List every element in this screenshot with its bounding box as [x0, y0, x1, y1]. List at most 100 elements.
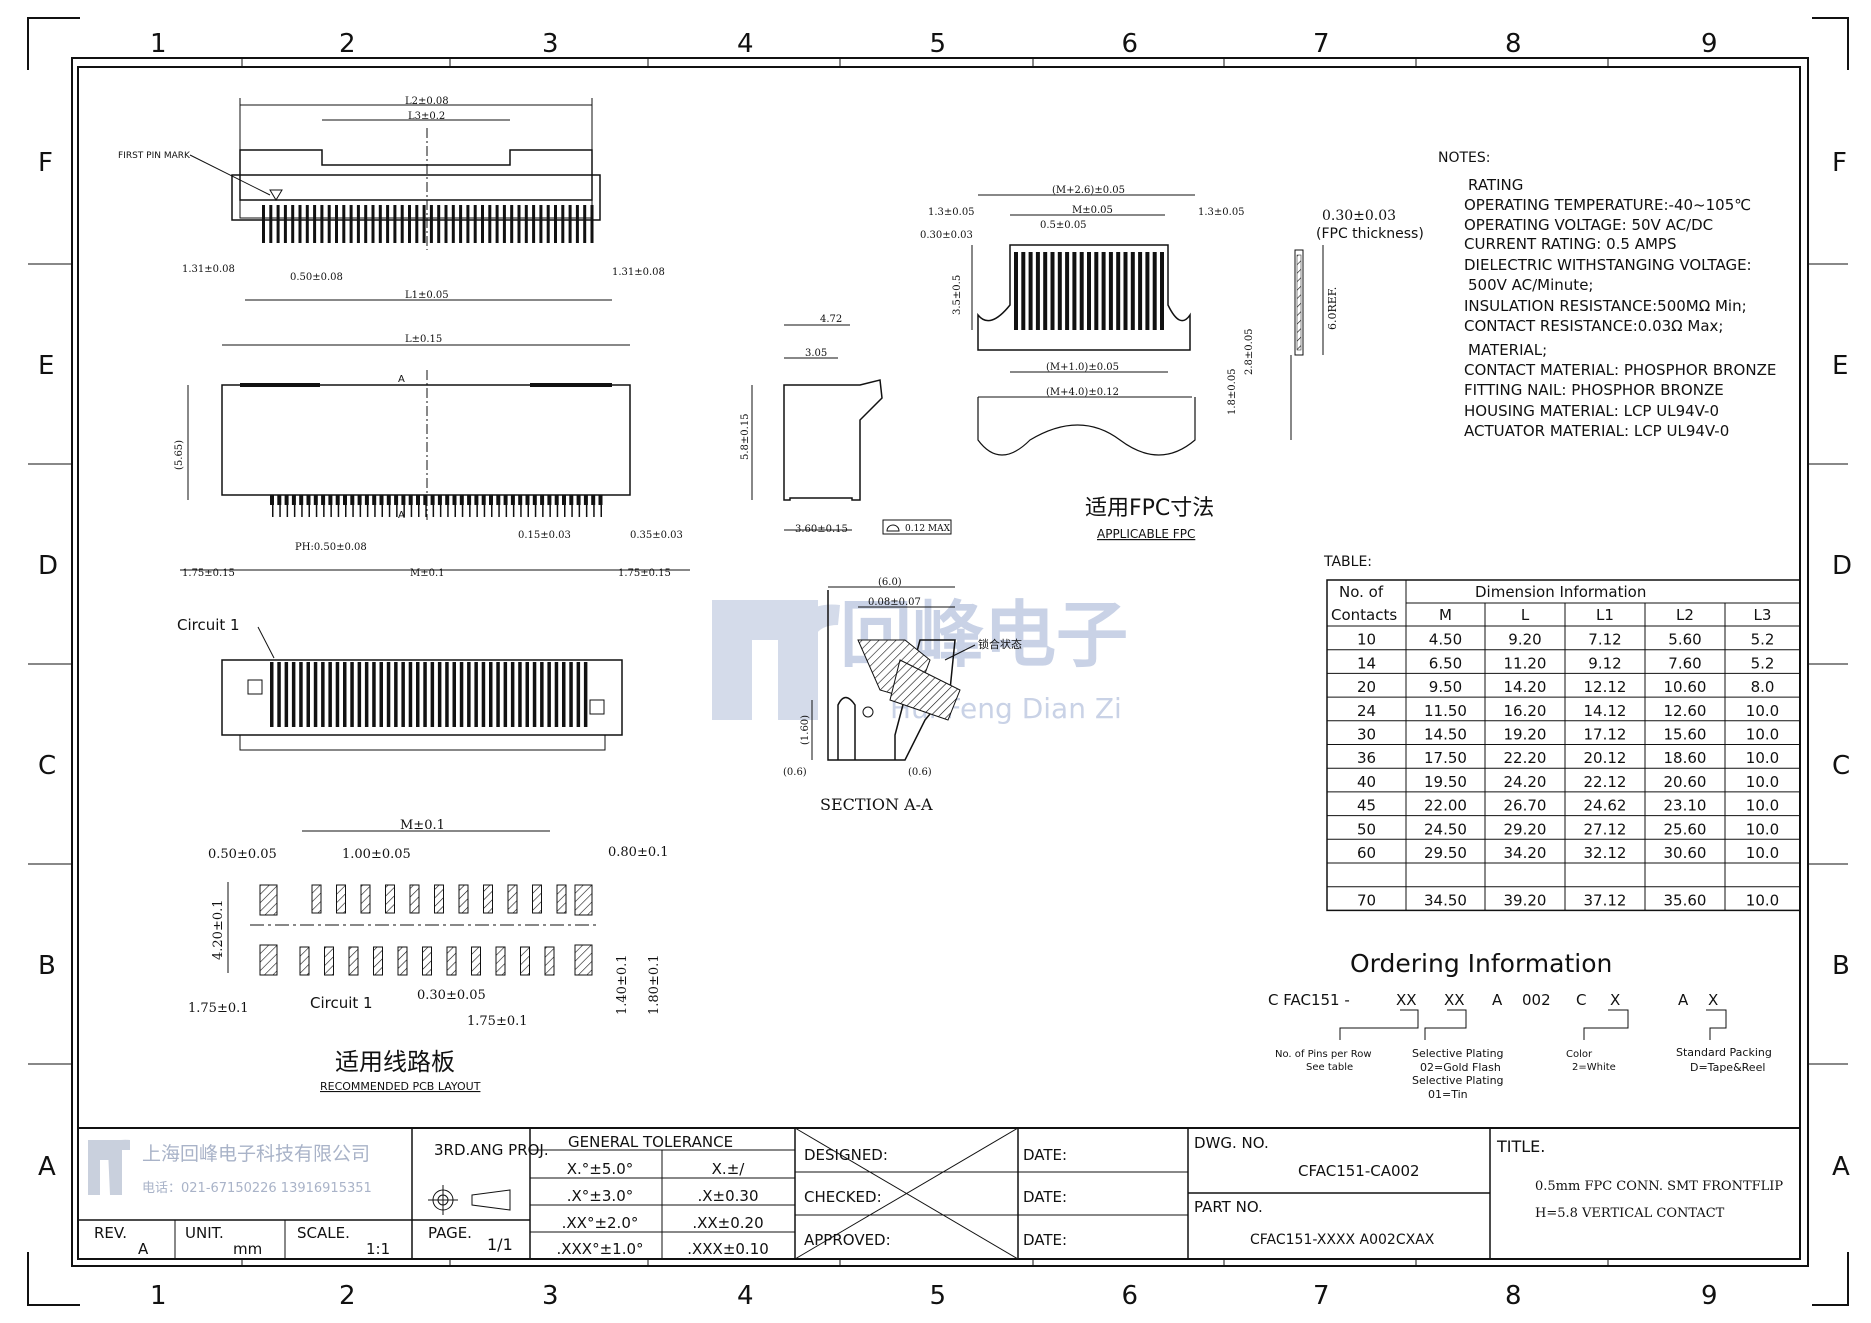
svg-text:L1±0.05: L1±0.05	[405, 290, 449, 301]
svg-text:1.3±0.05: 1.3±0.05	[928, 207, 975, 218]
svg-text:M±0.1: M±0.1	[410, 568, 445, 579]
table-cell: 5.60	[1668, 631, 1701, 649]
table-cell: 30	[1357, 726, 1376, 744]
ordering-title: Ordering Information	[1350, 949, 1612, 978]
order-code-part: XX	[1396, 991, 1417, 1009]
table-cell: 29.50	[1424, 844, 1467, 862]
table-cell: 40	[1357, 773, 1376, 791]
table-cell: 18.60	[1664, 749, 1707, 767]
table-cell: 35.60	[1664, 891, 1707, 909]
table-cell: 37.12	[1584, 891, 1627, 909]
table-cell: 14.20	[1504, 678, 1547, 696]
table-cell: 9.50	[1429, 678, 1462, 696]
table-cell: 24.20	[1504, 773, 1547, 791]
table-cell: 19.20	[1504, 726, 1547, 744]
section-a-a: (6.0) 0.08±0.07 (1.60) (0.6) (0.6) 锁合状态 …	[783, 577, 1022, 814]
svg-text:1.75±0.1: 1.75±0.1	[467, 1014, 528, 1029]
table-cell: 6.50	[1429, 654, 1462, 672]
svg-text:0.30±0.05: 0.30±0.05	[417, 988, 486, 1003]
table-cell: 15.60	[1664, 726, 1707, 744]
grid-row-F: F	[38, 148, 53, 178]
table-cell: 36	[1357, 749, 1376, 767]
table-cell: 10	[1357, 631, 1376, 649]
company-phone: 电话：021-67150226 13916915351	[142, 1181, 372, 1196]
svg-text:Selective Plating: Selective Plating	[1412, 1074, 1504, 1087]
fpc-title-en: APPLICABLE FPC	[1097, 527, 1195, 541]
first-pin-mark-label: FIRST PIN MARK	[118, 151, 191, 161]
order-code-part: C FAC151 -	[1268, 991, 1350, 1009]
table-cell: 10.0	[1746, 797, 1779, 815]
order-code-part: A	[1492, 991, 1503, 1009]
svg-text:01=Tin: 01=Tin	[1428, 1088, 1468, 1101]
tolerance-angle: X.°±5.0°	[567, 1160, 633, 1178]
table-cell: 10.0	[1746, 844, 1779, 862]
svg-text:3.60±0.15: 3.60±0.15	[795, 524, 848, 535]
grid-col-5: 5	[930, 29, 947, 59]
side-view: 4.72 3.05 5.8±0.15 3.60±0.15 0.12 MAX	[740, 314, 952, 535]
svg-text:5.8±0.15: 5.8±0.15	[740, 413, 751, 460]
table-cell: 24	[1357, 702, 1376, 720]
table-cell: 24.50	[1424, 820, 1467, 838]
fpc-title-cn: 适用FPC寸法	[1085, 496, 1214, 521]
svg-text:No. of Pins per Row: No. of Pins per Row	[1275, 1049, 1372, 1060]
company-name: 上海回峰电子科技有限公司	[142, 1143, 370, 1165]
table-cell: 10.0	[1746, 726, 1779, 744]
svg-text:(0.6): (0.6)	[908, 767, 932, 778]
grid-col-5: 5	[930, 1281, 947, 1311]
svg-text:SCALE.: SCALE.	[297, 1224, 350, 1242]
table-cell: 32.12	[1584, 844, 1627, 862]
svg-text:L±0.15: L±0.15	[405, 334, 442, 345]
svg-text:TITLE.: TITLE.	[1496, 1137, 1545, 1156]
table-cell: 26.70	[1504, 797, 1547, 815]
svg-text:(M+2.6)±0.05: (M+2.6)±0.05	[1052, 185, 1125, 196]
notes-heading: NOTES:	[1438, 150, 1491, 166]
note-line: DIELECTRIC WITHSTANGING VOLTAGE:	[1464, 256, 1752, 274]
svg-text:0.50±0.08: 0.50±0.08	[290, 272, 343, 283]
table-cell: 5.2	[1751, 631, 1775, 649]
svg-text:2=White: 2=White	[1572, 1062, 1616, 1073]
svg-text:L3±0.2: L3±0.2	[408, 111, 445, 122]
grid-col-8: 8	[1505, 29, 1522, 59]
svg-text:Color: Color	[1566, 1049, 1593, 1060]
table-cell: 60	[1357, 844, 1376, 862]
svg-text:0.08±0.07: 0.08±0.07	[868, 597, 921, 608]
pcb-title-cn: 适用线路板	[335, 1048, 455, 1076]
table-label: TABLE:	[1323, 554, 1372, 570]
note-line: INSULATION RESISTANCE:500MΩ Min;	[1464, 297, 1747, 315]
svg-text:1.8±0.05: 1.8±0.05	[1227, 368, 1238, 415]
svg-text:L2±0.08: L2±0.08	[405, 96, 449, 107]
svg-text:UNIT.: UNIT.	[185, 1224, 224, 1242]
svg-text:0.50±0.05: 0.50±0.05	[208, 847, 277, 862]
tolerance-linear: X.±/	[712, 1160, 746, 1178]
table-cell: 22.00	[1424, 797, 1467, 815]
drawing-number: CFAC151-CA002	[1298, 1162, 1420, 1180]
grid-col-7: 7	[1313, 1281, 1330, 1311]
grid-col-6: 6	[1122, 1281, 1139, 1311]
tolerance-linear: .X±0.30	[697, 1187, 758, 1205]
svg-text:1.31±0.08: 1.31±0.08	[612, 267, 665, 278]
order-code-part: XX	[1444, 991, 1465, 1009]
scale-value: 1:1	[366, 1240, 390, 1258]
svg-text:DATE:: DATE:	[1023, 1188, 1067, 1206]
table-cell: 9.20	[1508, 631, 1541, 649]
table-cell: 22.12	[1584, 773, 1627, 791]
table-cell: 29.20	[1504, 820, 1547, 838]
svg-text:1.3±0.05: 1.3±0.05	[1198, 207, 1245, 218]
table-cell: 34.20	[1504, 844, 1547, 862]
product-title-line-2: H=5.8 VERTICAL CONTACT	[1535, 1206, 1725, 1221]
order-code-part: X	[1708, 991, 1718, 1009]
svg-text:0.5±0.05: 0.5±0.05	[1040, 220, 1087, 231]
svg-text:Selective Plating: Selective Plating	[1412, 1047, 1504, 1060]
svg-text:(6.0): (6.0)	[878, 577, 902, 588]
designed-label: DESIGNED:	[804, 1146, 888, 1164]
table-cell: 10.0	[1746, 702, 1779, 720]
table-cell: 14.50	[1424, 726, 1467, 744]
table-cell: 23.10	[1664, 797, 1707, 815]
svg-text:DWG. NO.: DWG. NO.	[1194, 1134, 1269, 1152]
front-view: L±0.15 A A (5.65) PH:0.50±0.08 0.15±0.03…	[174, 334, 690, 579]
grid-col-1: 1	[150, 29, 167, 59]
table-cell: 70	[1357, 891, 1376, 909]
